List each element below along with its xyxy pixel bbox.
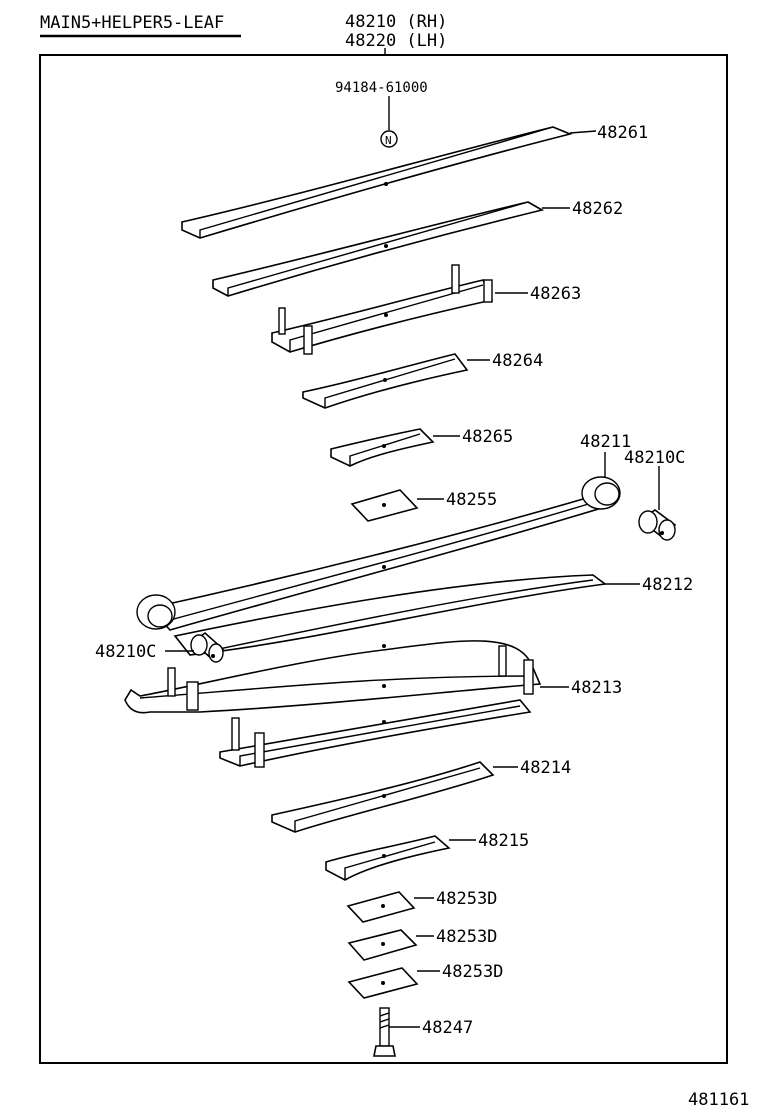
label-48253d-1: 48253D bbox=[436, 889, 497, 909]
label-48253d-2: 48253D bbox=[436, 927, 497, 947]
label-48211: 48211 bbox=[580, 432, 631, 452]
label-48263: 48263 bbox=[530, 284, 581, 304]
spacer-48253d-3 bbox=[347, 967, 419, 999]
nut-symbol-circle bbox=[380, 130, 398, 148]
assembly-lh-label: 48220 (LH) bbox=[345, 31, 447, 51]
label-48247: 48247 bbox=[422, 1018, 473, 1038]
label-48255: 48255 bbox=[446, 490, 497, 510]
bushing-48210c-right bbox=[638, 509, 677, 541]
leaf-48263 bbox=[271, 264, 494, 355]
leaf-48262 bbox=[212, 201, 545, 297]
label-48210c-left: 48210C bbox=[95, 642, 156, 662]
leaf-48213-lower bbox=[219, 699, 532, 768]
leader-48261 bbox=[569, 130, 597, 134]
spacer-48253d-1 bbox=[346, 891, 416, 923]
leaf-48214 bbox=[271, 761, 495, 833]
leaf-48215 bbox=[325, 835, 451, 881]
label-48210c-right: 48210C bbox=[624, 448, 685, 468]
label-48215: 48215 bbox=[478, 831, 529, 851]
label-48214: 48214 bbox=[520, 758, 571, 778]
label-48213: 48213 bbox=[571, 678, 622, 698]
label-48253d-3: 48253D bbox=[442, 962, 503, 982]
center-bolt-48247 bbox=[373, 1007, 396, 1057]
leaf-48261 bbox=[181, 126, 573, 239]
label-48212: 48212 bbox=[642, 575, 693, 595]
assembly-rh-label: 48210 (RH) bbox=[345, 12, 447, 32]
diagram-title: MAIN5+HELPER5-LEAF bbox=[40, 13, 224, 33]
nut-symbol-letter: N bbox=[385, 134, 392, 147]
label-48262: 48262 bbox=[572, 199, 623, 219]
figure-number: 481161 bbox=[688, 1090, 749, 1110]
diagram-frame bbox=[39, 54, 728, 1064]
leaf-48213 bbox=[124, 640, 542, 714]
label-48264: 48264 bbox=[492, 351, 543, 371]
nut-part-label: 94184-61000 bbox=[335, 80, 428, 96]
bushing-48210c-left bbox=[190, 631, 225, 663]
leaf-48264 bbox=[302, 353, 469, 409]
leaf-48211 bbox=[136, 476, 621, 631]
label-48265: 48265 bbox=[462, 427, 513, 447]
spacer-48255 bbox=[350, 489, 419, 522]
spacer-48253d-2 bbox=[347, 929, 418, 961]
leaf-48265 bbox=[330, 428, 435, 467]
label-48261: 48261 bbox=[597, 123, 648, 143]
